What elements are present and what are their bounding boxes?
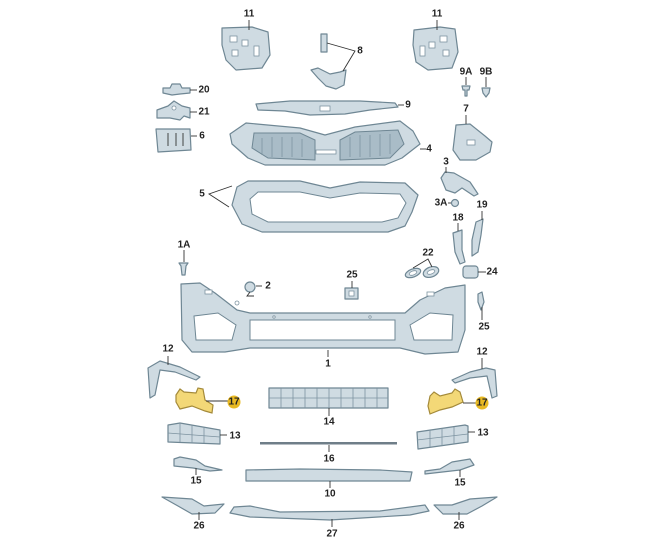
label-3: 3 bbox=[443, 157, 449, 168]
part-5-grille-frame bbox=[207, 180, 419, 233]
label-1: 1 bbox=[325, 359, 331, 370]
part-6-cover bbox=[155, 128, 197, 153]
part-20-clip bbox=[162, 83, 197, 96]
label-9b: 9B bbox=[480, 67, 493, 78]
part-1-bumper-cover bbox=[180, 282, 466, 357]
highlight-badge-17-left bbox=[227, 395, 241, 409]
part-3a-nut bbox=[448, 198, 460, 208]
label-15-left: 15 bbox=[190, 476, 202, 487]
part-4-radiator-grille bbox=[229, 120, 426, 166]
highlight-badge-17-right bbox=[475, 396, 489, 410]
label-17-left: 17 bbox=[228, 397, 240, 408]
part-13-right-grille-insert bbox=[416, 424, 475, 450]
part-11-left-bracket bbox=[221, 20, 271, 71]
label-18: 18 bbox=[452, 213, 464, 224]
part-15-left-trim bbox=[173, 456, 223, 475]
label-15-right: 15 bbox=[454, 478, 466, 489]
part-10-lower-trim bbox=[245, 468, 413, 488]
part-9-trim-strip bbox=[255, 100, 404, 116]
label-6: 6 bbox=[199, 131, 205, 142]
label-19: 19 bbox=[476, 200, 488, 211]
label-17-right: 17 bbox=[476, 398, 488, 409]
part-13-left-grille-insert bbox=[167, 422, 227, 445]
label-13-left: 13 bbox=[229, 431, 241, 442]
part-1a-screw bbox=[178, 250, 189, 276]
label-24: 24 bbox=[486, 267, 498, 278]
part-2-sensor bbox=[244, 281, 262, 297]
label-25-side: 25 bbox=[478, 322, 490, 333]
label-12-right: 12 bbox=[476, 347, 488, 358]
part-19-strip bbox=[471, 211, 484, 257]
label-26-right: 26 bbox=[453, 521, 465, 532]
part-25-side-bracket bbox=[477, 291, 485, 320]
label-12-left: 12 bbox=[162, 344, 174, 355]
label-2: 2 bbox=[265, 281, 271, 292]
part-labels: 11 11 8 20 21 6 9 4 7 9A 9B 3 3A 18 19 5… bbox=[162, 9, 498, 540]
part-16-chrome-strip bbox=[260, 442, 397, 452]
part-14-lower-grille bbox=[268, 387, 389, 416]
label-13-right: 13 bbox=[477, 428, 489, 439]
part-27-lower-spoiler bbox=[229, 504, 430, 527]
label-10: 10 bbox=[324, 489, 336, 500]
part-26-left-spoiler bbox=[161, 496, 225, 520]
part-9b-clip bbox=[481, 77, 491, 98]
part-7-bracket bbox=[452, 115, 493, 161]
label-16: 16 bbox=[323, 454, 335, 465]
part-22-covers bbox=[404, 258, 440, 279]
label-21: 21 bbox=[198, 107, 210, 118]
label-8: 8 bbox=[357, 46, 363, 57]
part-26-right-spoiler bbox=[433, 496, 498, 520]
label-9: 9 bbox=[405, 100, 411, 111]
part-21-clip bbox=[156, 100, 197, 121]
part-15-right-trim bbox=[424, 458, 475, 477]
label-20: 20 bbox=[198, 85, 210, 96]
label-4: 4 bbox=[426, 144, 432, 155]
part-3-bracket bbox=[440, 167, 479, 197]
part-9a-screw bbox=[461, 77, 471, 97]
label-5: 5 bbox=[199, 189, 205, 200]
part-17-right-bracket-highlighted bbox=[427, 388, 476, 415]
part-12-right-trim bbox=[451, 358, 498, 399]
label-7: 7 bbox=[463, 104, 469, 115]
label-11-left: 11 bbox=[244, 9, 255, 20]
label-25-center: 25 bbox=[346, 270, 358, 281]
part-25-pad bbox=[344, 281, 359, 300]
label-27: 27 bbox=[326, 529, 338, 540]
part-18-strip bbox=[452, 223, 466, 265]
part-12-left-trim bbox=[147, 356, 201, 399]
part-24-cap bbox=[462, 265, 486, 279]
label-11-right: 11 bbox=[432, 9, 443, 20]
label-14: 14 bbox=[323, 417, 335, 428]
label-26-left: 26 bbox=[193, 521, 205, 532]
label-1a: 1A bbox=[178, 240, 191, 251]
part-11-right-bracket bbox=[412, 20, 459, 71]
label-9a: 9A bbox=[460, 67, 473, 78]
label-3a: 3A bbox=[435, 198, 448, 209]
part-17-left-bracket-highlighted bbox=[175, 387, 228, 414]
part-8-clips bbox=[310, 33, 356, 90]
label-22: 22 bbox=[422, 248, 434, 259]
